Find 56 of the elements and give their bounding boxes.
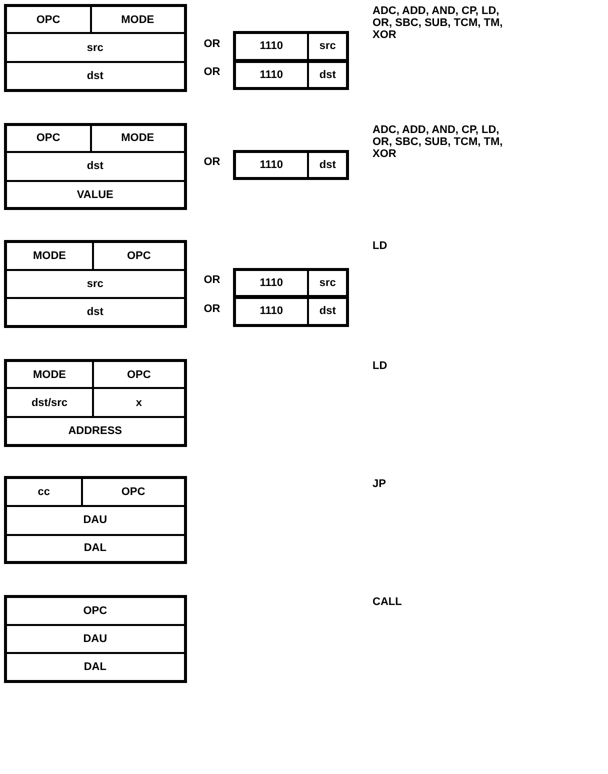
instruction-note: JP xyxy=(372,478,387,490)
field-cell: dst/src xyxy=(6,388,94,417)
instruction-format-box xyxy=(4,476,186,564)
instruction-format-box xyxy=(4,595,186,683)
instruction-note: OR xyxy=(204,156,222,168)
field-cell: src xyxy=(6,33,184,62)
instruction-note: OR xyxy=(204,38,222,50)
field-cell: ADDRESS xyxy=(6,417,184,444)
instruction-note: ADC, ADD, AND, CP, LD, OR, SBC, SUB, TCM, TM, XOR xyxy=(372,124,504,160)
field-cell: dst xyxy=(308,152,347,178)
instruction-note: CALL xyxy=(372,596,403,608)
instruction-note: LD xyxy=(372,240,388,252)
instruction-format-box xyxy=(232,268,349,298)
field-cell: 1110 xyxy=(234,270,308,296)
field-cell: cc xyxy=(6,478,82,506)
field-cell: DAL xyxy=(6,653,184,681)
field-cell: OPC xyxy=(6,6,91,34)
instruction-note: OR xyxy=(204,66,222,78)
field-cell: dst xyxy=(6,298,184,326)
field-cell: x xyxy=(93,388,184,417)
field-cell: MODE xyxy=(6,360,94,388)
instruction-format-box xyxy=(4,240,186,328)
field-cell: OPC xyxy=(6,597,184,624)
field-cell: OPC xyxy=(93,360,184,388)
field-cell: 1110 xyxy=(234,62,308,88)
instruction-format-box xyxy=(4,122,186,210)
instruction-format-box xyxy=(232,31,349,62)
field-cell: MODE xyxy=(90,6,184,34)
instruction-note: LD xyxy=(372,360,388,372)
field-cell: dst xyxy=(6,62,184,90)
field-cell: src xyxy=(6,270,184,298)
field-cell: DAL xyxy=(6,534,184,562)
instruction-note: OR xyxy=(204,302,222,314)
field-cell: 1110 xyxy=(234,33,308,60)
instruction-format-box xyxy=(232,296,349,326)
field-cell: MODE xyxy=(6,242,94,270)
field-cell: dst xyxy=(308,298,347,324)
field-cell: OPC xyxy=(6,124,91,152)
field-cell: 1110 xyxy=(234,298,308,324)
field-cell: dst xyxy=(308,62,347,88)
instruction-format-box xyxy=(232,150,349,180)
field-cell: DAU xyxy=(6,506,184,534)
field-cell: DAU xyxy=(6,624,184,654)
field-cell: 1110 xyxy=(234,152,308,178)
instruction-note: OR xyxy=(204,274,222,286)
instruction-note: ADC, ADD, AND, CP, LD, OR, SBC, SUB, TCM, TM, XOR xyxy=(372,5,504,41)
field-cell: VALUE xyxy=(6,180,184,208)
instruction-format-box xyxy=(4,4,186,92)
instruction-format-box xyxy=(4,358,186,446)
field-cell: src xyxy=(308,33,347,60)
instruction-format-box xyxy=(232,60,349,90)
field-cell: dst xyxy=(6,152,184,181)
field-cell: MODE xyxy=(90,124,184,152)
field-cell: OPC xyxy=(82,478,184,506)
field-cell: OPC xyxy=(93,242,184,270)
field-cell: src xyxy=(308,270,347,296)
